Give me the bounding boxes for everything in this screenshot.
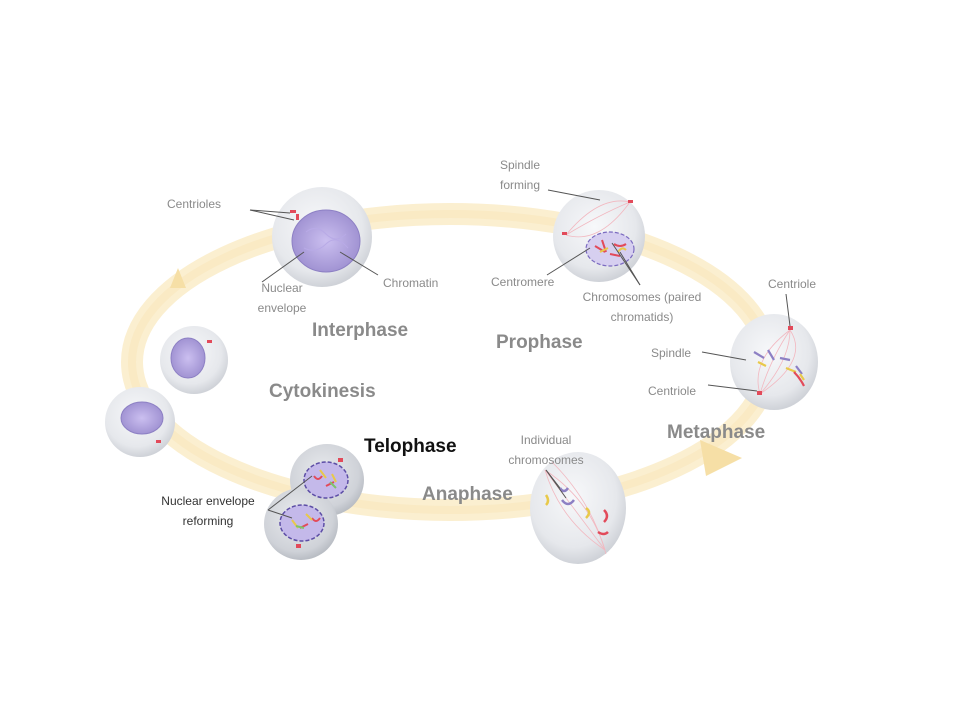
spindle-forming-label: Spindle forming (490, 155, 550, 195)
spindle-label: Spindle (651, 346, 692, 360)
nuclear-envelope-label: Nuclear envelope (252, 278, 312, 318)
centriole-icon (757, 326, 793, 395)
individual-chromosomes-label: Individual chromosomes (498, 430, 594, 470)
cytokinesis-title: Cytokinesis (269, 381, 376, 402)
interphase-cell (272, 187, 372, 287)
interphase-title: Interphase (312, 320, 409, 341)
chromosomes-paired-label-line2: chromatids) (610, 310, 674, 324)
nuclear-envelope-reforming-label-line2: reforming (182, 514, 234, 528)
prophase-cell (553, 190, 645, 282)
spindle-forming-label-line2: forming (499, 178, 540, 192)
telophase-cell (264, 444, 364, 560)
chromosomes-paired-label-line1: Chromosomes (paired (582, 290, 702, 304)
cycle-arrow-head (170, 268, 742, 476)
prophase-title: Prophase (496, 332, 583, 353)
chromatin-label: Chromatin (383, 276, 439, 290)
cytokinesis-cell-lower (105, 387, 175, 457)
chromosomes-paired-label: Chromosomes (paired chromatids) (566, 287, 718, 327)
centrioles-label: Centrioles (167, 197, 222, 211)
centriole-icon (290, 210, 299, 220)
spindle-forming-label-line1: Spindle (499, 158, 541, 172)
individual-chromosomes-label-line2: chromosomes (508, 453, 584, 467)
centromere-label: Centromere (491, 275, 555, 289)
metaphase-cell (730, 314, 818, 410)
nuclear-envelope-reforming-label: Nuclear envelope reforming (148, 491, 268, 531)
nuclear-envelope-reforming-label-line1: Nuclear envelope (161, 494, 255, 508)
telophase-title: Telophase (364, 436, 457, 457)
centriole-label-bottom: Centriole (648, 384, 697, 398)
centriole-icon (296, 458, 343, 548)
individual-chromosomes-label-line1: Individual (520, 433, 572, 447)
centriole-label-top: Centriole (768, 277, 817, 291)
cytokinesis-cell-upper (160, 326, 228, 394)
centriole-icon (562, 200, 633, 235)
metaphase-title: Metaphase (667, 422, 766, 443)
leader-lines (249, 189, 791, 519)
nuclear-envelope-label-line2: envelope (257, 301, 307, 315)
anaphase-title: Anaphase (422, 484, 513, 505)
nuclear-envelope-label-line1: Nuclear (261, 281, 303, 295)
